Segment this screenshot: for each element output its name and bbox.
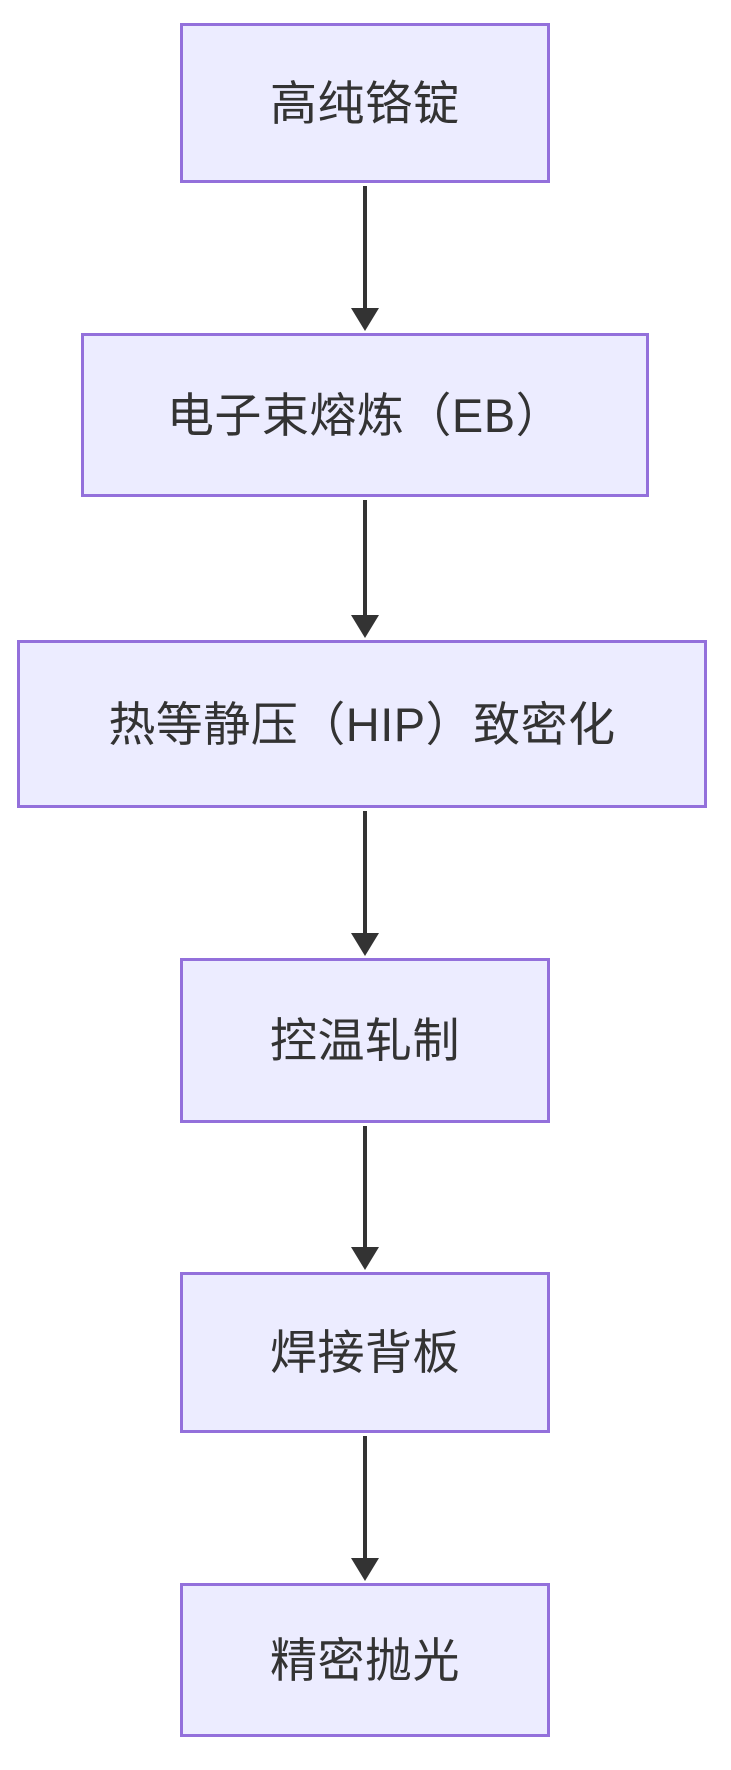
arrow-shaft	[363, 1436, 367, 1561]
arrowhead-down-icon	[351, 615, 379, 638]
arrow-shaft	[363, 500, 367, 618]
arrowhead-down-icon	[351, 308, 379, 331]
node-label: 热等静压（HIP）致密化	[108, 697, 616, 751]
node-label: 电子束熔炼（EB）	[166, 388, 564, 442]
node-precision-polishing: 精密抛光	[180, 1583, 550, 1737]
arrowhead-down-icon	[351, 1558, 379, 1581]
arrow-shaft	[363, 186, 367, 311]
flow-arrow-4	[351, 1126, 379, 1270]
node-eb-melting: 电子束熔炼（EB）	[81, 333, 649, 497]
arrowhead-down-icon	[351, 1247, 379, 1270]
arrowhead-down-icon	[351, 933, 379, 956]
flow-arrow-3	[351, 811, 379, 956]
arrow-shaft	[363, 1126, 367, 1250]
node-label: 精密抛光	[270, 1633, 460, 1687]
node-high-purity-cr-ingot: 高纯铬锭	[180, 23, 550, 183]
flow-arrow-2	[351, 500, 379, 638]
node-label: 控温轧制	[270, 1014, 460, 1067]
node-hip-densification: 热等静压（HIP）致密化	[17, 640, 707, 808]
arrow-shaft	[363, 811, 367, 936]
node-temp-controlled-rolling: 控温轧制	[180, 958, 550, 1123]
node-label: 高纯铬锭	[270, 76, 460, 130]
node-label: 焊接背板	[270, 1326, 460, 1379]
node-backplate-welding: 焊接背板	[180, 1272, 550, 1433]
flow-arrow-1	[351, 186, 379, 331]
flow-arrow-5	[351, 1436, 379, 1581]
